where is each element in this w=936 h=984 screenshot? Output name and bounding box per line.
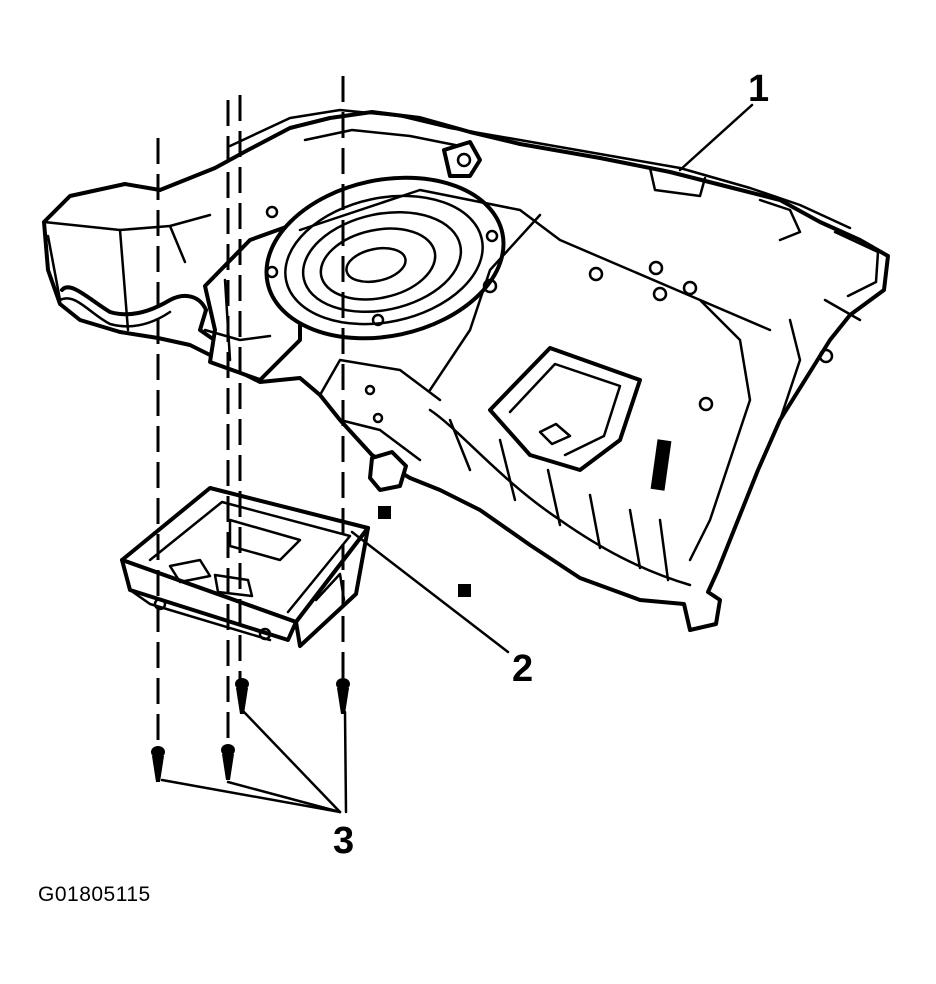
callout-3: 3	[333, 820, 355, 862]
screw-3	[235, 678, 249, 714]
marker-square	[378, 506, 391, 519]
screw-2	[221, 744, 235, 780]
screws	[151, 678, 350, 782]
marker-square	[458, 584, 471, 597]
screw-4	[336, 678, 350, 714]
alignment-lines	[156, 76, 345, 745]
screw-1	[151, 746, 165, 782]
callout-1: 1	[748, 68, 770, 110]
figure-code: G01805115	[38, 883, 151, 906]
leader-lines	[160, 103, 754, 814]
rear-shelf-panel	[42, 108, 890, 632]
callout-2: 2	[512, 648, 534, 690]
